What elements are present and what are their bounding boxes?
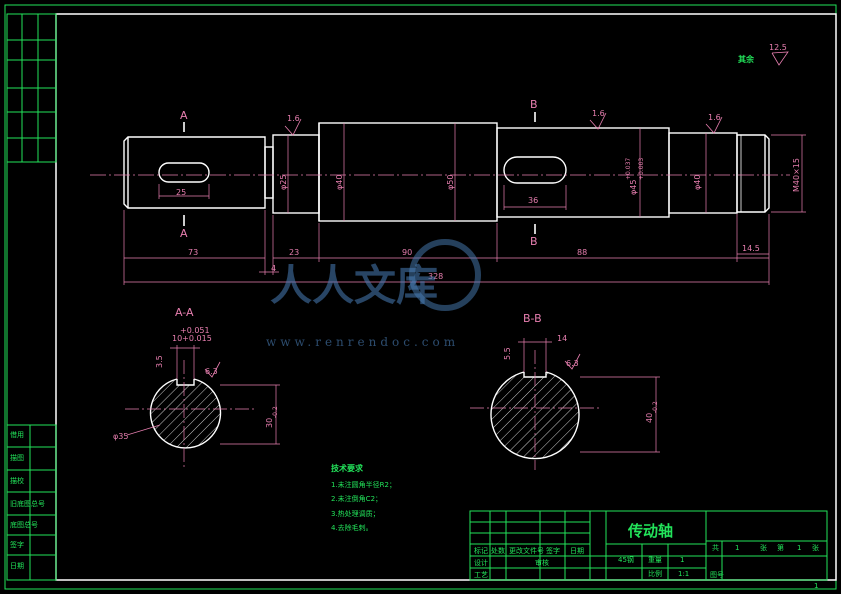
dim-key1: 25: [176, 188, 186, 197]
dim-seg3: 23: [289, 248, 299, 257]
tb-cell-7: 工艺: [474, 571, 488, 579]
tech-req-title: 技术要求: [331, 463, 364, 473]
sheet-number: 1: [814, 582, 818, 590]
roughness-general-value: 12.5: [769, 43, 787, 52]
watermark-url: www.renrendoc.com: [266, 335, 459, 349]
roughness-3: 1.6: [708, 113, 721, 122]
tb-sheet-0: 共: [712, 543, 719, 552]
left-strip-labels: 借用 描图 描校 旧底图总号 底图总号 签字 日期: [10, 430, 45, 570]
tb-scale-label: 比例: [648, 569, 662, 578]
tb-qty-label: 重量: [648, 556, 662, 564]
section-bb: B-B 14 5.5 6.3 40 -0.2: [470, 312, 660, 470]
dia-50: φ50: [446, 175, 455, 190]
dim-total: 328: [428, 272, 443, 281]
tb-cell-2: 更改文件号: [509, 546, 544, 555]
dia-25: φ25: [279, 175, 288, 190]
dimension-lines: [123, 123, 806, 285]
strip-label-3: 旧底图总号: [10, 499, 45, 508]
dia-40a: φ40: [335, 175, 344, 190]
cutting-planes: [183, 112, 536, 234]
shaft-main-view: [123, 122, 770, 222]
tb-sheet-4: 1: [797, 544, 801, 552]
strip-label-6: 日期: [10, 562, 24, 570]
tb-scale: 1:1: [678, 570, 689, 578]
dim-thread: 14.5: [742, 244, 760, 253]
aa-dim-tol: -0.2: [272, 406, 279, 418]
dim-seg4: 90: [402, 248, 412, 257]
tech-req-item-3: 3.热处理调质；: [331, 509, 380, 518]
tech-req-item-2: 2.未注倒角C2；: [331, 494, 382, 503]
section-mark-b-top: B: [530, 98, 538, 111]
section-mark-a-bottom: A: [180, 227, 188, 240]
section-mark-a-top: A: [180, 109, 188, 122]
tech-req-item-1: 1.未注圆角半径R2；: [331, 480, 396, 489]
section-aa: A-A +0.051 10+0.015 3.5 6.3 φ35 30 -0.2: [113, 306, 280, 470]
roughness-symbols: [204, 51, 789, 378]
roughness-2: 1.6: [592, 109, 605, 118]
dim-seg5: 88: [577, 248, 587, 257]
bb-rough: 6.3: [566, 359, 579, 368]
dim-seg2: 4: [271, 264, 276, 273]
dia-40b: φ40: [693, 175, 702, 190]
watermark-text: 人人文库: [270, 261, 438, 310]
tb-sheet-3: 第: [777, 543, 784, 552]
bb-depth: 5.5: [503, 347, 512, 360]
aa-tol-lower: 10+0.015: [172, 334, 212, 343]
dia-thread: M40×15: [792, 158, 801, 192]
drawing-frame: [4, 4, 837, 590]
tb-cell-5: 设计: [474, 558, 488, 567]
aa-dim: 30: [265, 418, 274, 428]
tb-sheet-5: 张: [812, 543, 819, 552]
strip-label-4: 底图总号: [10, 520, 38, 529]
part-title: 传动轴: [627, 522, 673, 540]
roughness-1: 1.6: [287, 114, 300, 123]
aa-tol-upper: +0.051: [180, 326, 210, 335]
watermark: 人人文库 www.renrendoc.com: [266, 239, 481, 349]
tb-cell-8: 图号: [710, 571, 724, 579]
title-block: [469, 510, 828, 581]
tb-cell-4: 日期: [570, 547, 584, 555]
technical-requirements: 技术要求 1.未注圆角半径R2； 2.未注倒角C2； 3.热处理调质； 4.去除…: [331, 463, 396, 532]
tb-material: 45钢: [618, 555, 634, 564]
tech-req-item-4: 4.去除毛刺。: [331, 523, 373, 532]
main-view-text: A A B B 1.6 1.6 1.6 其余 12.5 25 36 73 4 2…: [176, 43, 801, 281]
strip-label-5: 签字: [10, 540, 24, 549]
strip-label-0: 借用: [10, 430, 24, 439]
dim-seg1: 73: [188, 248, 198, 257]
aa-rough: 6.3: [205, 367, 218, 376]
tb-cell-0: 标记: [474, 546, 488, 555]
section-mark-b-bottom: B: [530, 235, 538, 248]
title-block-text: 传动轴 标记 处数 更改文件号 签字 日期 设计 审核 工艺 图号 45钢 重量…: [474, 522, 819, 590]
aa-depth: 3.5: [155, 355, 164, 368]
tb-qty: 1: [680, 556, 684, 564]
dim-key2: 36: [528, 196, 538, 205]
bb-width: 14: [557, 334, 567, 343]
strip-label-2: 描校: [10, 476, 24, 485]
bb-dim: 40: [645, 413, 654, 423]
dia-45-tol-lower: +0.003: [638, 158, 645, 180]
section-aa-label: A-A: [175, 306, 194, 319]
strip-label-1: 描图: [10, 453, 24, 462]
tb-sheet-2: 张: [760, 543, 767, 552]
tb-cell-1: 处数: [491, 546, 505, 555]
bb-dim-tol: -0.2: [652, 401, 659, 413]
dia-45: φ45: [629, 180, 638, 195]
section-bb-label: B-B: [523, 312, 542, 325]
roughness-general-label: 其余: [738, 54, 755, 64]
tb-sheet-1: 1: [735, 544, 739, 552]
aa-dia: φ35: [113, 432, 128, 441]
dia-45-tol-upper: +0.037: [625, 158, 632, 180]
tb-cell-6: 审核: [535, 558, 549, 567]
tb-cell-3: 签字: [546, 546, 560, 555]
